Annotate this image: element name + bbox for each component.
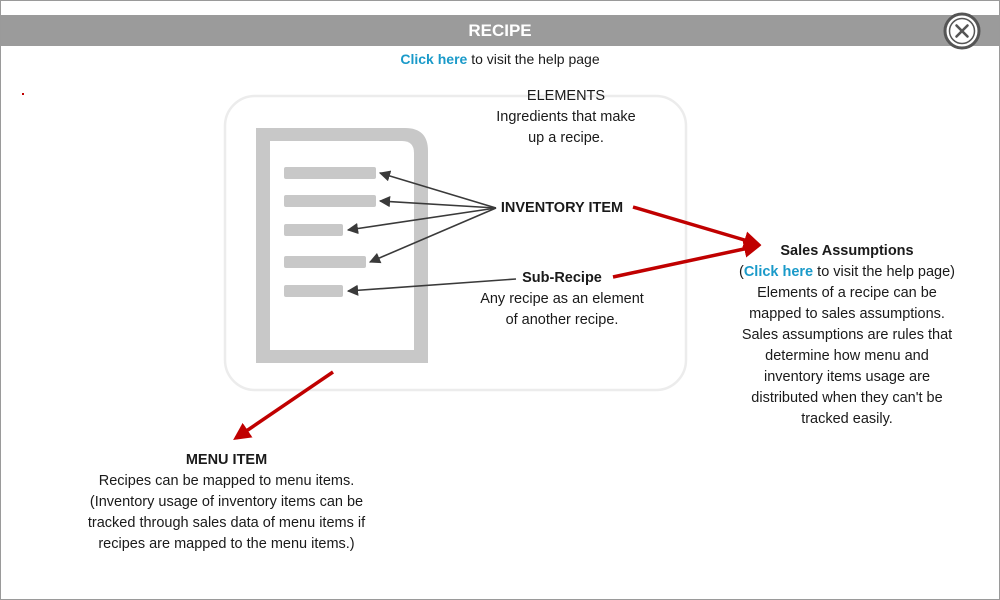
inventory-arrow: [378, 196, 497, 209]
sub-recipe-line: of another recipe.: [505, 312, 619, 328]
menu-item-line: Recipes can be mapped to menu items.: [98, 473, 355, 489]
subrecipe-to-sales-arrow: [612, 240, 762, 279]
document-line: [284, 256, 366, 268]
menu-item-block: MENU ITEM Recipes can be mapped to menu …: [60, 450, 393, 555]
sales-assumptions-line: Elements of a recipe can be: [757, 285, 937, 301]
sub-recipe-label: Sub-Recipe Any recipe as an element of a…: [452, 268, 672, 331]
elements-line: Ingredients that make: [496, 109, 636, 125]
recipe-document-icon: [256, 128, 428, 363]
title-bar: RECIPE: [1, 15, 999, 46]
sales-help-link[interactable]: Click here: [743, 264, 814, 280]
red-mark: [22, 93, 24, 95]
sales-help-open-paren: (: [738, 264, 744, 280]
menu-item-line: (Inventory usage of inventory items can …: [89, 494, 364, 510]
close-icon: [943, 12, 981, 50]
inventory-item-arrows: [346, 170, 497, 264]
close-button[interactable]: [943, 12, 981, 50]
help-line: Click here to visit the help page: [0, 51, 1000, 67]
sales-help-text: to visit the help page): [813, 264, 956, 280]
document-line: [284, 285, 343, 297]
elements-title: ELEMENTS: [526, 88, 606, 104]
inventory-arrow: [368, 207, 497, 264]
help-text: to visit the help page: [467, 51, 600, 67]
sub-recipe-arrow: [346, 278, 517, 296]
sales-assumptions-block: Sales Assumptions (Click here to visit t…: [722, 241, 972, 430]
sales-help-line: (Click here to visit the help page): [722, 262, 972, 283]
recipe-to-menu-arrow: [233, 370, 334, 440]
elements-label: ELEMENTS Ingredients that make up a reci…: [466, 86, 666, 149]
sales-assumptions-line: tracked easily.: [801, 411, 893, 427]
sales-assumptions-line: Sales assumptions are rules that: [741, 327, 953, 343]
document-line: [284, 224, 343, 236]
document-line: [284, 167, 376, 179]
inventory-arrow: [378, 170, 497, 209]
inventory-item-label: INVENTORY ITEM: [500, 200, 624, 216]
help-link[interactable]: Click here: [400, 51, 468, 67]
inventory-arrow: [346, 207, 497, 235]
elements-line: up a recipe.: [528, 130, 604, 146]
dialog-title: RECIPE: [468, 21, 532, 40]
menu-item-line: tracked through sales data of menu items…: [87, 515, 366, 531]
sales-assumptions-title: Sales Assumptions: [780, 243, 914, 259]
sub-recipe-title: Sub-Recipe: [522, 270, 602, 286]
menu-item-title: MENU ITEM: [185, 452, 268, 468]
sales-assumptions-line: mapped to sales assumptions.: [749, 306, 945, 322]
sub-recipe-line: Any recipe as an element: [480, 291, 644, 307]
sales-assumptions-line: distributed when they can't be: [751, 390, 943, 406]
document-line: [284, 195, 376, 207]
inventory-to-sales-arrow: [632, 205, 762, 249]
sales-assumptions-line: determine how menu and: [765, 348, 929, 364]
menu-item-line: recipes are mapped to the menu items.): [98, 536, 355, 552]
elements-container: [223, 94, 688, 392]
sales-assumptions-line: inventory items usage are: [763, 369, 931, 385]
